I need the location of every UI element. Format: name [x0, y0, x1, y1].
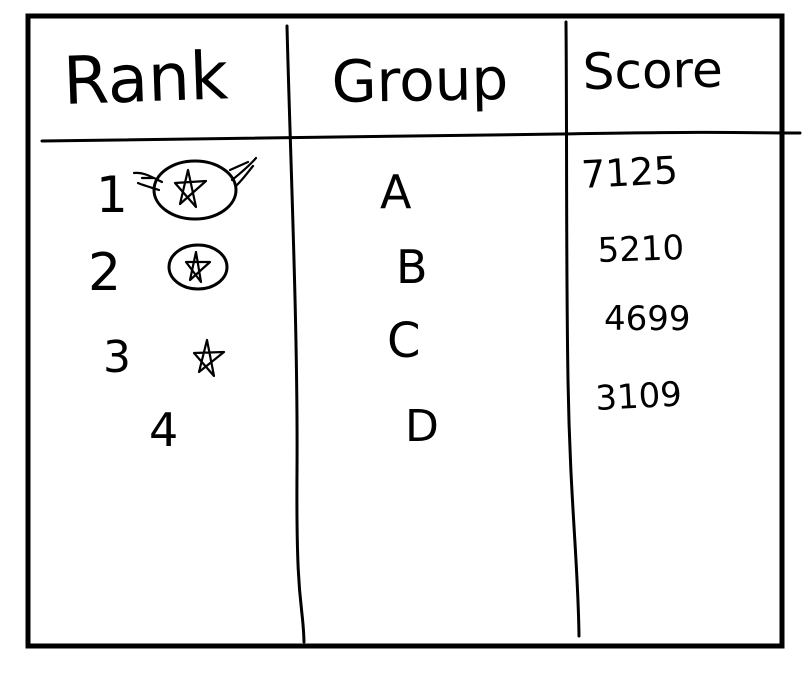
header-group: Group	[331, 45, 509, 116]
table-border	[25, 13, 785, 649]
rank-3: 3	[103, 332, 131, 383]
column-divider-1	[285, 24, 306, 644]
circled-star-icon	[167, 243, 229, 291]
rank-4: 4	[149, 403, 178, 457]
group-d: D	[405, 401, 439, 452]
rank-2: 2	[88, 243, 121, 303]
header-divider	[40, 130, 802, 143]
score-5210: 5210	[597, 228, 685, 271]
score-3109: 3109	[594, 375, 683, 419]
group-a: A	[380, 165, 412, 219]
group-c: C	[387, 313, 421, 369]
star-icon	[192, 338, 226, 378]
score-7125: 7125	[580, 148, 679, 197]
star-with-wings-icon	[132, 156, 258, 221]
header-rank: Rank	[62, 37, 230, 120]
column-divider-2	[564, 20, 581, 638]
rank-1: 1	[96, 166, 128, 224]
header-score: Score	[582, 41, 723, 101]
group-b: B	[396, 240, 428, 294]
score-4699: 4699	[604, 299, 691, 339]
